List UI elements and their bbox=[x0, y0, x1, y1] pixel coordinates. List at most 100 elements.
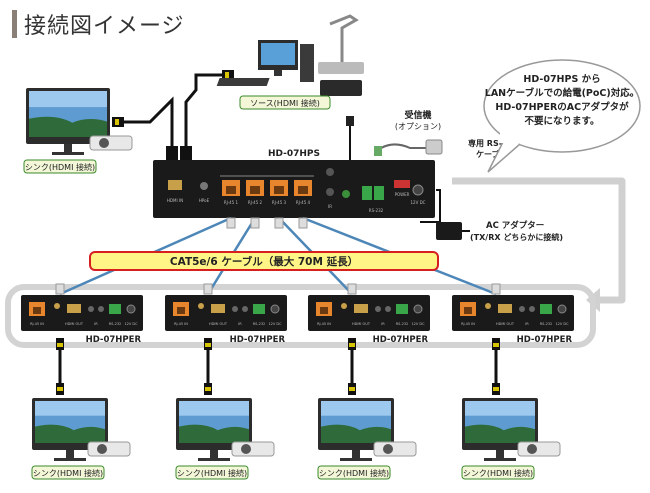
rx-port-label-ir: IR bbox=[238, 322, 242, 326]
label-box bbox=[461, 465, 535, 480]
cable-banner: CAT5e/6 ケーブル（最大 70M 延長） bbox=[89, 251, 439, 271]
cat-plug-tx bbox=[274, 217, 284, 229]
rx-model-label: HD-07HPER bbox=[86, 335, 142, 345]
ir-sensor bbox=[346, 116, 354, 126]
rx-ir-jack-2 bbox=[529, 306, 535, 312]
rx-dc-jack bbox=[557, 304, 567, 314]
ir-receiver-option bbox=[346, 116, 354, 160]
rx-ir-jack-1 bbox=[519, 306, 525, 312]
tx-ir-jack-2 bbox=[326, 188, 334, 196]
rx-ir-jack-1 bbox=[232, 306, 238, 312]
hdmi-plug-tx-a bbox=[166, 146, 178, 160]
rs232-label-2: ケーブル bbox=[476, 149, 508, 159]
tx-port-label-rj45-3: RJ-45 3 bbox=[272, 200, 287, 205]
projector-lens bbox=[527, 444, 537, 454]
rx-port-label-rs232: RS-232 bbox=[109, 322, 122, 326]
rx-dc-jack bbox=[413, 304, 423, 314]
return-arrow-line bbox=[452, 177, 626, 304]
tx-ir-jack-1 bbox=[326, 168, 334, 176]
rx-port-label-hdmi: HDMI OUT bbox=[209, 322, 228, 326]
monitor-stand-neck bbox=[352, 450, 360, 458]
rx-dc-jack bbox=[126, 304, 136, 314]
rx-port-label-hdmi: HDMI OUT bbox=[496, 322, 515, 326]
rx-port-label-dc: 12V DC bbox=[124, 322, 138, 326]
ac-cable bbox=[420, 189, 441, 223]
sink-label-top: シンク(HDMI 接続) bbox=[23, 159, 97, 174]
hdmi-cable-down-3 bbox=[348, 338, 356, 395]
rs232-cable bbox=[374, 139, 443, 156]
hdmi-cable-down-4 bbox=[492, 338, 500, 395]
rx-led bbox=[198, 303, 204, 309]
sink-label-3: シンク(HDMI 接続) bbox=[317, 465, 391, 480]
tx-rj45-socket-1 bbox=[226, 186, 236, 194]
sink-label-4: シンク(HDMI 接続) bbox=[461, 465, 535, 480]
sink-label-2: シンク(HDMI 接続) bbox=[175, 465, 249, 480]
hdmi-plug-top-band bbox=[57, 343, 63, 347]
rx-port-label-ir: IR bbox=[94, 322, 98, 326]
ac-adapter-block bbox=[436, 222, 462, 240]
tx-rj45-socket-2 bbox=[250, 186, 260, 194]
sink-monitor-top bbox=[26, 88, 133, 155]
callout-line-2: HD-07HPERのACアダプタが bbox=[495, 101, 629, 113]
label-text: シンク(HDMI 接続) bbox=[319, 468, 389, 478]
label-text: ソース(HDMI 接続) bbox=[250, 98, 320, 108]
tx-dip-switch bbox=[394, 180, 410, 188]
projector-body bbox=[89, 135, 133, 151]
hdmi-plug-sink-band bbox=[115, 119, 119, 125]
rx-ir-jack-2 bbox=[98, 306, 104, 312]
label-text: シンク(HDMI 接続) bbox=[463, 468, 533, 478]
ac-label-1: AC アダプター bbox=[486, 220, 544, 231]
sink-monitor-2 bbox=[176, 398, 275, 461]
label-box bbox=[23, 159, 97, 174]
rx-rs232-block bbox=[396, 304, 408, 314]
label-box bbox=[31, 465, 105, 480]
tx-port-label-ir: IR bbox=[328, 204, 332, 209]
projector-body bbox=[373, 441, 417, 457]
monitor-landscape bbox=[29, 116, 107, 137]
cat-plug-tx bbox=[298, 217, 308, 229]
rx-hdmi-port bbox=[354, 304, 368, 313]
tx-rj45-socket-4 bbox=[298, 186, 308, 194]
pc-screen bbox=[261, 43, 295, 65]
monitor-stand-neck bbox=[66, 450, 74, 458]
cat-plug-rx bbox=[347, 283, 357, 295]
rx-port-label-hdmi: HDMI OUT bbox=[65, 322, 84, 326]
callout-line-3: 不要になります。 bbox=[524, 115, 599, 127]
hdmi-plug-tx-b bbox=[180, 146, 192, 160]
rx-rj45-socket bbox=[320, 307, 328, 314]
pc-stand bbox=[274, 70, 282, 76]
tx-model-label: HD-07HPS bbox=[268, 149, 320, 159]
hdmi-plug-top-band bbox=[205, 343, 211, 347]
receiver-label-1: 受信機 bbox=[404, 109, 431, 121]
callout-line-0: HD-07HPS から bbox=[523, 74, 600, 85]
projector-lens bbox=[383, 444, 393, 454]
monitor-sky bbox=[179, 401, 249, 416]
label-text: シンク(HDMI 接続) bbox=[25, 162, 95, 172]
rx-port-label-rj45: RJ-45 IN bbox=[461, 322, 475, 326]
page-title: 接続図イメージ bbox=[24, 14, 185, 39]
tx-port-label-hdmi: HDMI IN bbox=[167, 198, 183, 203]
monitor-landscape bbox=[179, 424, 249, 443]
monitor-sky bbox=[35, 401, 105, 416]
cat-plug-rx bbox=[203, 283, 213, 295]
ac-adapter bbox=[420, 189, 470, 240]
rx-led bbox=[485, 303, 491, 309]
tx-port-label-rj45-2: RJ-45 2 bbox=[248, 200, 263, 205]
monitor-stand-base bbox=[484, 458, 516, 461]
camera-arm bbox=[329, 14, 359, 64]
pc-tower bbox=[300, 44, 314, 82]
monitor-sky bbox=[465, 401, 535, 416]
camera-unit bbox=[320, 80, 362, 96]
projector-lens bbox=[241, 444, 251, 454]
hdmi-plug-source-band bbox=[225, 72, 229, 78]
label-box bbox=[239, 95, 331, 110]
callout-tail bbox=[487, 137, 521, 173]
hdmi-plug-bottom-band bbox=[57, 387, 63, 391]
rx-port-label-dc: 12V DC bbox=[268, 322, 282, 326]
monitor-stand-base bbox=[340, 458, 372, 461]
